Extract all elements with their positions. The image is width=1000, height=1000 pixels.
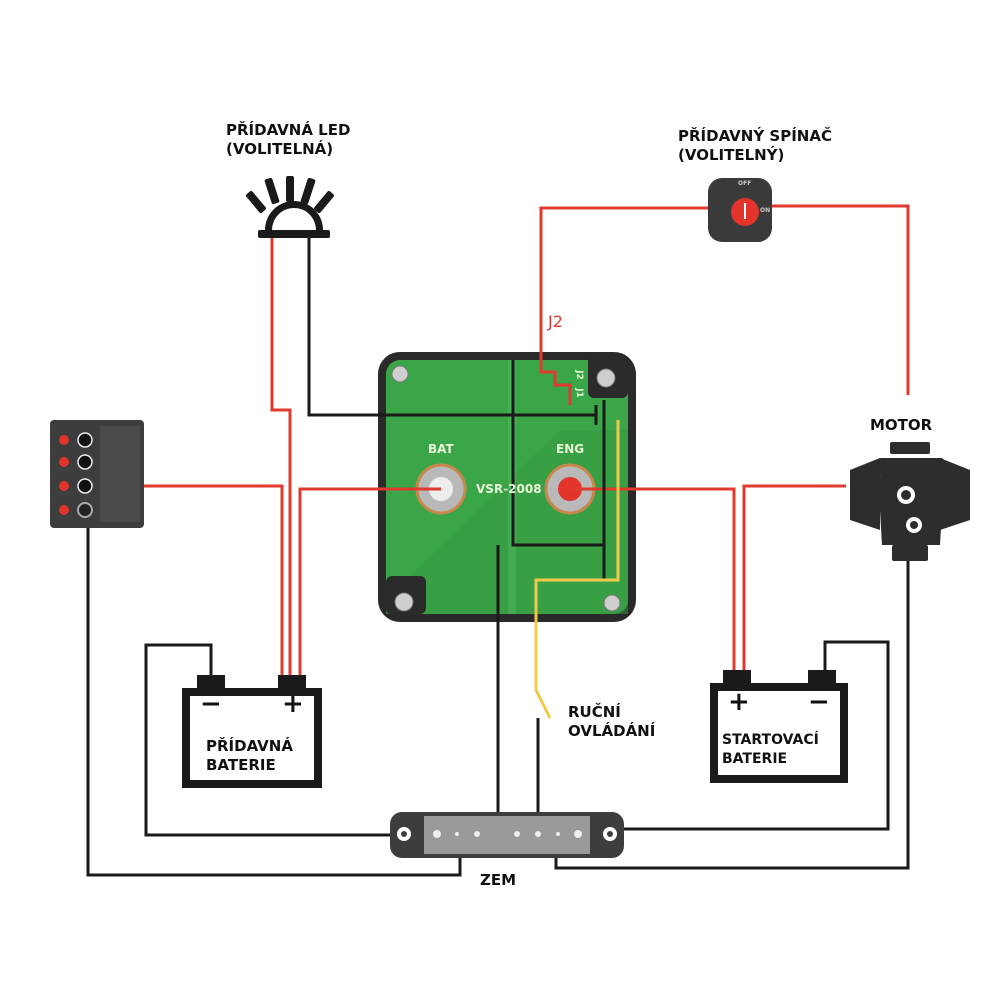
start-battery-minus: − — [808, 687, 830, 717]
switch-panel — [50, 420, 144, 528]
j2-wire-label: J2 — [548, 312, 563, 331]
vsr-relay — [378, 352, 636, 622]
j1-label: J1 — [573, 388, 584, 398]
switch-label: PŘÍDAVNÝ SPÍNAČ (VOLITELNÝ) — [678, 127, 832, 164]
aux-switch — [708, 178, 772, 242]
start-battery — [710, 670, 848, 783]
aux-battery-minus: − — [200, 689, 222, 719]
motor-icon — [850, 442, 970, 561]
mount-screw — [391, 365, 409, 383]
bat-terminal-label: BAT — [428, 442, 454, 456]
yellow-wire — [534, 420, 620, 719]
aux-battery-label: PŘÍDAVNÁ BATERIE — [206, 737, 293, 774]
mount-screw — [394, 592, 414, 612]
ground-label: ZEM — [480, 871, 517, 889]
mount-screw — [596, 368, 616, 388]
red-wires — [143, 204, 910, 675]
aux-battery-plus: + — [282, 689, 304, 719]
j2-label: J2 — [573, 370, 584, 380]
relay-model: VSR-2008 — [476, 482, 542, 496]
mount-screw — [603, 594, 621, 612]
led-icon — [246, 176, 334, 238]
switch-off-label: OFF — [738, 180, 752, 187]
switch-on-label: ON — [760, 207, 771, 214]
led-label: PŘÍDAVNÁ LED (VOLITELNÁ) — [226, 121, 351, 158]
start-battery-plus: + — [728, 687, 750, 717]
aux-battery — [182, 675, 322, 788]
manual-control-label: RUČNÍ OVLÁDÁNÍ — [568, 703, 656, 740]
motor-label: MOTOR — [870, 416, 933, 434]
ground-busbar — [390, 812, 624, 858]
start-battery-label: STARTOVACÍ BATERIE — [722, 732, 819, 767]
eng-terminal-label: ENG — [556, 442, 585, 456]
